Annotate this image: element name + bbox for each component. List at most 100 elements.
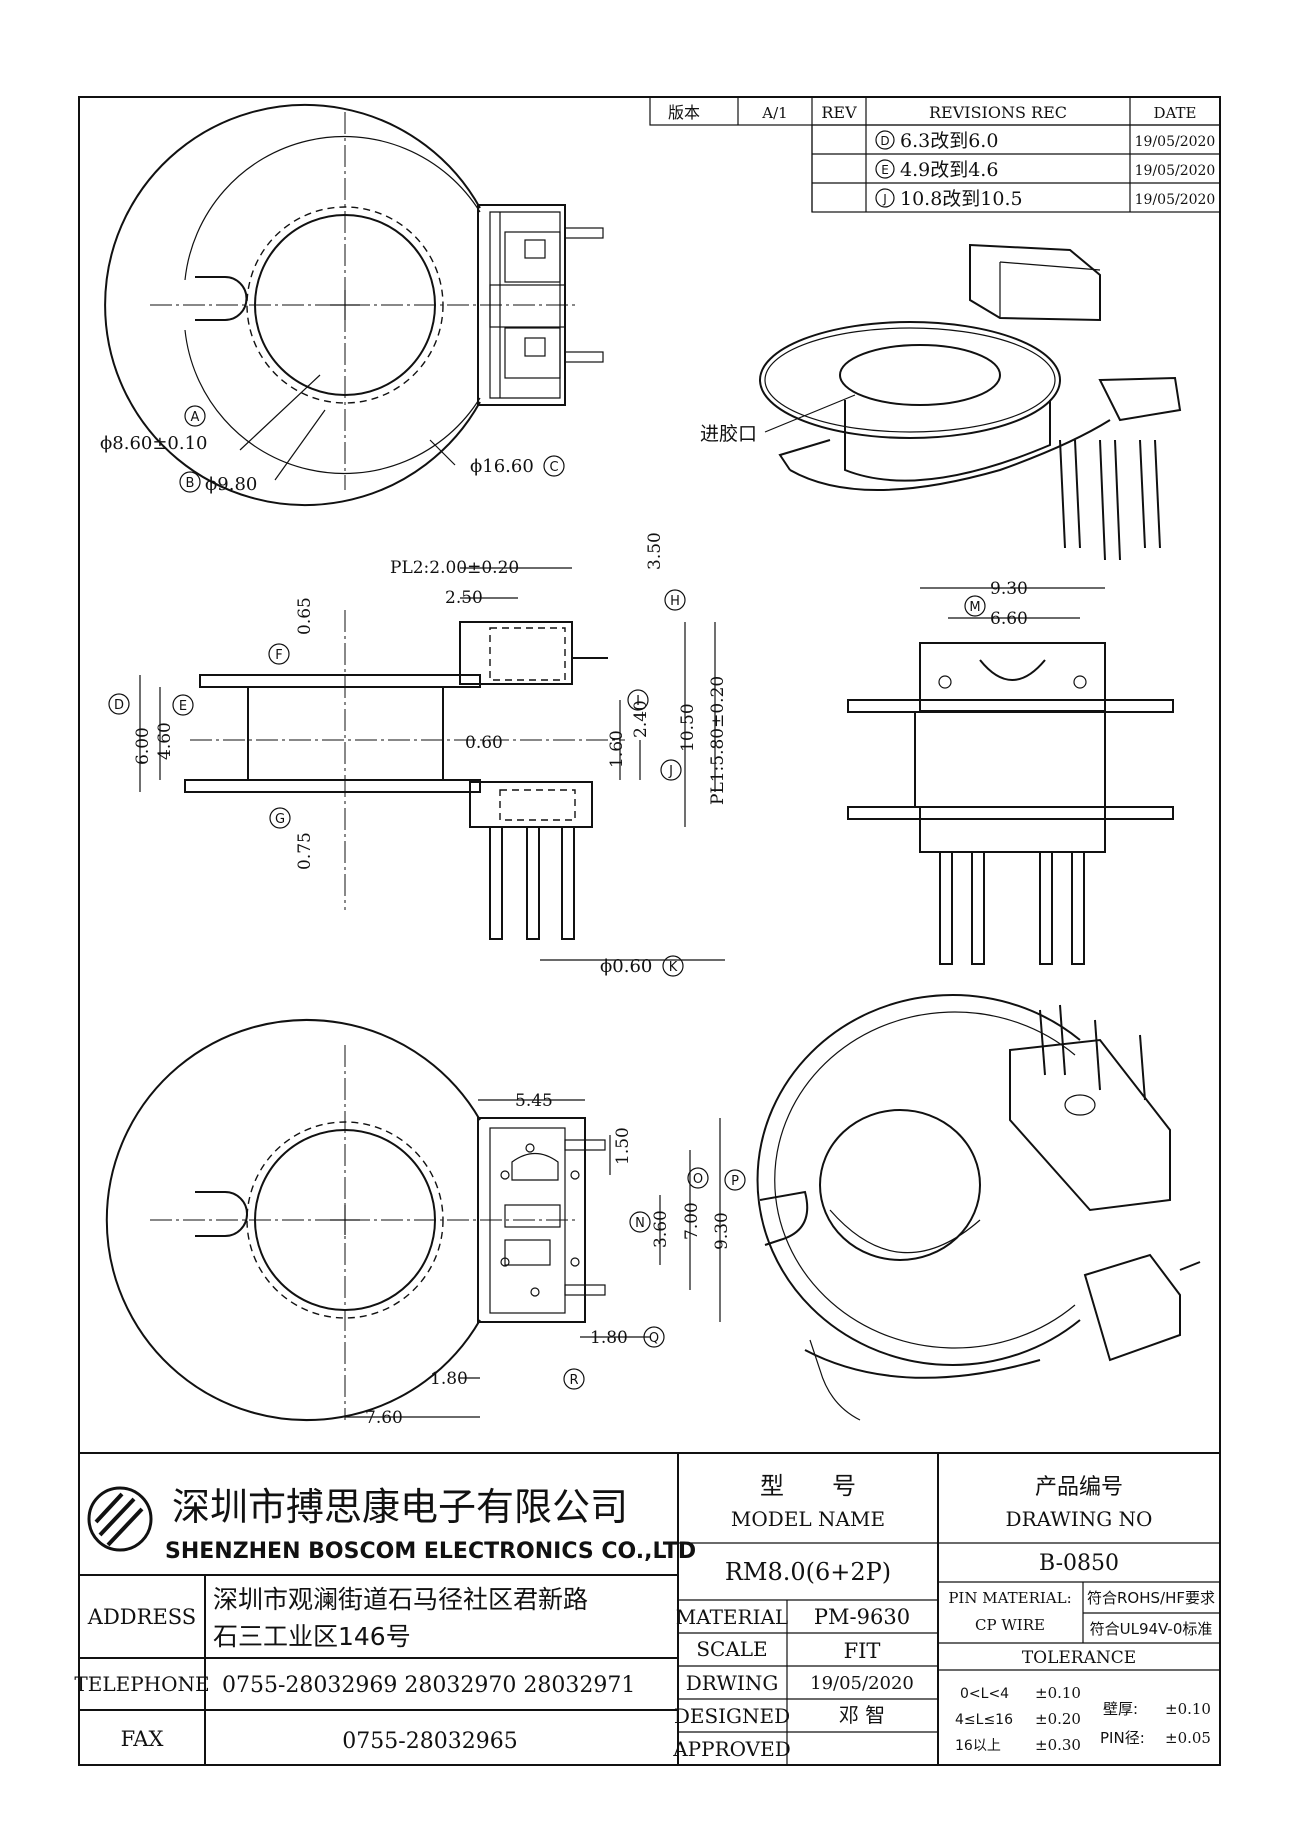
ul-note: 符合UL94V-0标准: [1090, 1620, 1213, 1638]
dim-mark: D: [114, 698, 124, 713]
address-line1: 深圳市观澜街道石马径社区君新路: [213, 1585, 588, 1614]
dim-label: 1.80: [590, 1328, 628, 1348]
revision-table: 版本 A/1 REV REVISIONS REC DATE D 6.3改到6.0…: [649, 96, 1221, 213]
dim-mark: N: [635, 1216, 645, 1231]
pin-material-label: PIN MATERIAL:: [948, 1589, 1071, 1607]
dim-mark: K: [669, 960, 678, 975]
title-block: 深圳市搏思康电子有限公司 SHENZHEN BOSCOM ELECTRONICS…: [74, 1452, 1220, 1765]
company-name-cn: 深圳市搏思康电子有限公司: [172, 1485, 628, 1529]
telephone-label: TELEPHONE: [74, 1672, 209, 1696]
dim-label: 1.60: [607, 730, 627, 768]
rev-mark: E: [881, 163, 889, 177]
dim-mark: Q: [649, 1331, 659, 1346]
dim-label: PL1:5.80±0.20: [708, 676, 728, 805]
records-header: REVISIONS REC: [929, 103, 1067, 122]
rev-text: 4.9改到4.6: [900, 159, 998, 181]
model-label-cn: 型 号: [760, 1472, 856, 1500]
scale-label: SCALE: [696, 1637, 767, 1661]
dim-mark: R: [569, 1373, 578, 1388]
dim-label: 2.40: [631, 700, 651, 738]
iso-view-bottom: [756, 994, 1201, 1421]
drawing-no-label-en: DRAWING NO: [1006, 1507, 1153, 1531]
version-label: 版本: [668, 103, 700, 122]
dim-mark: M: [969, 600, 980, 615]
bottom-view: 5.45 1.50 N 3.60 O 7.00 P 9.30 1.80 Q 1.…: [105, 1019, 746, 1428]
tol-range: 16以上: [955, 1738, 1001, 1754]
scale-value: FIT: [844, 1639, 881, 1663]
dim-label: 7.60: [365, 1408, 403, 1428]
gate-label: 进胶口: [700, 423, 757, 445]
dim-label: 7.00: [682, 1202, 702, 1240]
date-header: DATE: [1154, 104, 1197, 122]
dim-mark: C: [549, 460, 558, 475]
dim-mark: F: [275, 648, 282, 663]
dim-label: 6.00: [133, 727, 153, 765]
dim-label: 5.45: [515, 1091, 553, 1111]
rev-mark-circle: [875, 159, 895, 179]
tol-range: 0<L<4: [960, 1686, 1009, 1702]
drawing-label: DRWING: [686, 1671, 779, 1695]
approved-label: APPROVED: [672, 1737, 791, 1761]
dim-mark: P: [731, 1174, 739, 1189]
address-line2: 石三工业区146号: [213, 1622, 411, 1651]
front-view: 9.30 M 6.60: [847, 579, 1174, 965]
dim-mark: H: [670, 594, 680, 609]
tolerance-label: TOLERANCE: [1022, 1648, 1136, 1668]
rev-mark-circle: [875, 130, 895, 150]
tol-range: 4≤L≤16: [955, 1712, 1013, 1728]
dim-mark: O: [693, 1172, 703, 1187]
dim-mark: A: [191, 410, 200, 425]
wall-label: 壁厚:: [1103, 1700, 1138, 1718]
dim-label: 3.60: [651, 1210, 671, 1248]
dim-mark: B: [186, 476, 195, 491]
dim-label: 0.65: [295, 597, 315, 635]
top-view: A ϕ8.60±0.10 B ϕ9.80 ϕ16.60 C: [100, 104, 604, 506]
drawing-no-label-cn: 产品编号: [1035, 1475, 1123, 1500]
dim-label: PL2:2.00±0.20: [390, 558, 519, 578]
version-value: A/1: [761, 104, 787, 122]
dim-label: ϕ9.80: [205, 474, 257, 495]
dim-label: 1.50: [613, 1127, 633, 1165]
model-label-en: MODEL NAME: [731, 1507, 885, 1531]
dim-mark: E: [179, 699, 187, 714]
rev-mark-circle: [875, 188, 895, 208]
dim-label: 3.50: [645, 532, 665, 570]
address-label: ADDRESS: [87, 1605, 196, 1629]
tol-value: ±0.30: [1035, 1736, 1081, 1754]
dim-label: 0.60: [465, 733, 503, 753]
rev-header: REV: [821, 103, 857, 122]
dim-label: ϕ8.60±0.10: [100, 433, 208, 454]
telephone-value: 0755-28032969 28032970 28032971: [222, 1673, 635, 1698]
material-value: PM-9630: [814, 1605, 910, 1629]
model-value: RM8.0(6+2P): [725, 1558, 891, 1586]
dim-label: 4.60: [155, 722, 175, 760]
pin-dia-value: ±0.05: [1165, 1729, 1211, 1747]
dim-mark: I: [636, 694, 640, 709]
side-view: PL2:2.00±0.20 2.50 3.50 H 0.65 F D E 6.0…: [108, 532, 728, 977]
pin-material-value: CP WIRE: [975, 1616, 1045, 1634]
dim-label: 6.60: [990, 609, 1028, 629]
company-logo: [87, 1486, 153, 1552]
designed-value: 邓 智: [839, 1703, 885, 1727]
dim-label: 1.80: [430, 1369, 468, 1389]
drawing-no-value: B-0850: [1039, 1551, 1119, 1576]
wall-value: ±0.10: [1165, 1700, 1211, 1718]
rohs-note: 符合ROHS/HF要求: [1087, 1589, 1215, 1607]
rev-mark: D: [880, 134, 889, 148]
drawing-date: 19/05/2020: [810, 1673, 914, 1694]
rev-date: 19/05/2020: [1135, 163, 1216, 179]
dim-label: ϕ16.60: [470, 456, 534, 477]
rev-text: 10.8改到10.5: [900, 188, 1023, 210]
dim-mark: G: [275, 812, 285, 827]
fax-value: 0755-28032965: [342, 1729, 517, 1754]
rev-date: 19/05/2020: [1135, 192, 1216, 208]
dim-label: 0.75: [295, 832, 315, 870]
material-label: MATERIAL: [676, 1605, 788, 1629]
designed-label: DESIGNED: [674, 1704, 790, 1728]
rev-text: 6.3改到6.0: [900, 130, 998, 152]
tol-value: ±0.20: [1035, 1710, 1081, 1728]
dim-mark: J: [668, 764, 673, 779]
rev-date: 19/05/2020: [1135, 134, 1216, 150]
dim-label: 10.50: [678, 703, 698, 752]
